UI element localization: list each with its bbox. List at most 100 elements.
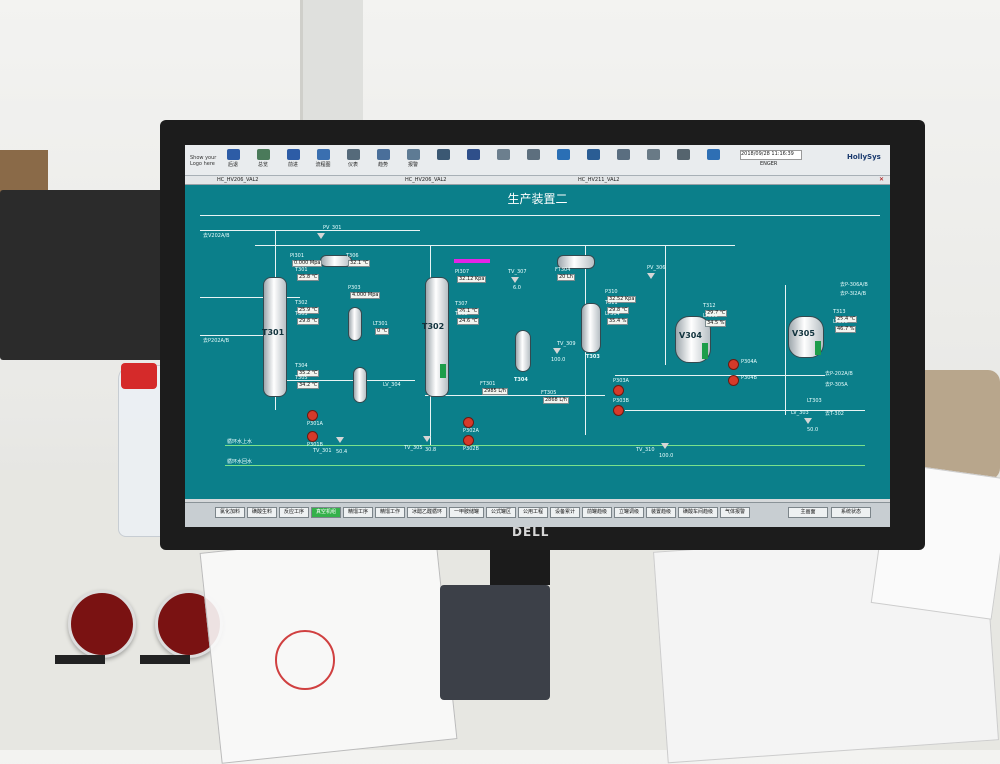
pump-icon[interactable] <box>307 410 318 421</box>
nav-button[interactable]: 气体报警 <box>720 507 750 518</box>
reboiler[interactable] <box>353 367 367 403</box>
column-t302[interactable]: T302 <box>422 277 449 397</box>
dcs-screen: Show your Logo here 后退总览前进流程图仪表趋势报警 2018… <box>185 145 890 527</box>
nav-button[interactable]: 精馏工作 <box>375 507 405 518</box>
emergency-stop-button[interactable] <box>68 590 136 658</box>
system-status-button[interactable]: 系统状态 <box>831 507 871 518</box>
nav-button[interactable]: 氯化加料 <box>215 507 245 518</box>
toolbar-button[interactable] <box>491 149 515 171</box>
pump-icon[interactable] <box>613 405 624 416</box>
toolbar-button[interactable] <box>431 149 455 171</box>
pump-tag: P304A <box>741 359 757 365</box>
toolbar-button[interactable] <box>671 149 695 171</box>
toolbar-button[interactable] <box>701 149 725 171</box>
pump-icon[interactable] <box>728 359 739 370</box>
nav-button[interactable]: 设备累计 <box>550 507 580 518</box>
pump-icon[interactable] <box>728 375 739 386</box>
column-t303[interactable]: T303 <box>581 303 601 360</box>
nav-button[interactable]: 公式罐区 <box>486 507 516 518</box>
main-screen-button[interactable]: 主画面 <box>788 507 828 518</box>
control-valve-icon[interactable] <box>336 437 344 443</box>
reading-value[interactable]: 4.000 Mpa <box>350 292 381 299</box>
vessel-label: T304 <box>514 377 528 383</box>
reading-value[interactable]: 35.4 % <box>607 318 629 325</box>
nav-button[interactable]: 磺酸生料 <box>247 507 277 518</box>
tab-tag[interactable]: HC_HV211_VAL2 <box>578 177 620 183</box>
control-valve-icon[interactable] <box>804 418 812 424</box>
toolbar-button[interactable] <box>521 149 545 171</box>
nav-button[interactable]: 真空机组 <box>311 507 341 518</box>
condenser[interactable] <box>348 307 362 341</box>
reading-value[interactable]: 25.4 ℃ <box>835 316 858 323</box>
toolbar-button[interactable]: 总览 <box>251 149 275 171</box>
toolbar-button[interactable]: 趋势 <box>371 149 395 171</box>
nav-button[interactable]: 一甲胺储罐 <box>449 507 484 518</box>
toolbar-button[interactable] <box>581 149 605 171</box>
reading-value[interactable]: 29.8 ℃ <box>607 307 630 314</box>
nav-button[interactable]: 冰醋乙醛循环 <box>407 507 447 518</box>
nav-button[interactable]: 公用工程 <box>518 507 548 518</box>
reading-value[interactable]: 32.12 Kpa <box>457 276 487 283</box>
reading-value[interactable]: 20 Lh <box>557 274 575 281</box>
pipe <box>665 245 666 365</box>
outlet-label: 去V202A/B <box>203 233 230 239</box>
reading-value[interactable]: 32.1 ℃ <box>348 260 371 267</box>
reading-value[interactable]: 34.5 % <box>705 320 727 327</box>
toolbar-button[interactable]: 后退 <box>221 149 245 171</box>
toolbar-button[interactable] <box>611 149 635 171</box>
reading-value[interactable]: 26.1 ℃ <box>457 308 480 315</box>
valve-tag: TV_305 <box>404 445 423 451</box>
tab-tag[interactable]: HC_HV206_VAL2 <box>405 177 447 183</box>
toolbar-button[interactable]: 流程图 <box>311 149 335 171</box>
toolbar-button[interactable]: 仪表 <box>341 149 365 171</box>
hollysys-logo: HollySys <box>847 153 881 161</box>
nav-button[interactable]: 反应工序 <box>279 507 309 518</box>
tank-v305[interactable]: V305 <box>788 316 824 358</box>
reading-value[interactable]: 46.7 % <box>835 326 857 333</box>
column-t304[interactable]: T304 <box>514 330 531 383</box>
control-valve-icon[interactable] <box>511 277 519 283</box>
control-valve-icon[interactable] <box>661 443 669 449</box>
reading-tag: FT301 <box>480 381 496 387</box>
toolbar-button-label: 报警 <box>407 162 418 168</box>
toolbar-button[interactable] <box>461 149 485 171</box>
reading-value[interactable]: 25.8 ℃ <box>297 274 320 281</box>
column-t301[interactable]: T301 <box>262 277 287 397</box>
nav-button[interactable]: 前罐趋级 <box>582 507 612 518</box>
reading-value[interactable]: 35.2 ℃ <box>297 370 320 377</box>
reading-value[interactable]: 2868 L/h <box>543 397 569 404</box>
reading-value[interactable]: 0 ℃ <box>375 328 390 335</box>
tab-tag[interactable]: HC_HV206_VAL2 <box>217 177 259 183</box>
toolbar-button[interactable]: 前进 <box>281 149 305 171</box>
reading-value[interactable]: 29.8 ℃ <box>297 318 320 325</box>
control-valve-icon[interactable] <box>647 273 655 279</box>
pump-icon[interactable] <box>463 417 474 428</box>
reading-value[interactable]: 0.000 Mpa <box>292 260 323 267</box>
nav-button[interactable]: 立罐调级 <box>614 507 644 518</box>
reading-value[interactable]: 29.7 ℃ <box>705 310 728 317</box>
reading-value[interactable]: 32.52 Kpa <box>607 296 637 303</box>
valve-value: 100.0 <box>551 357 566 363</box>
toolbar-button[interactable] <box>641 149 665 171</box>
close-icon[interactable]: ✕ <box>878 176 884 183</box>
nav-button[interactable]: 装置趋级 <box>646 507 676 518</box>
heat-exchanger[interactable] <box>557 255 595 269</box>
reading-value[interactable]: 25.9 ℃ <box>297 307 320 314</box>
reading-tag: T301 <box>295 267 308 273</box>
toolbar-button[interactable]: 报警 <box>401 149 425 171</box>
pump-icon[interactable] <box>307 431 318 442</box>
control-valve-icon[interactable] <box>317 233 325 239</box>
reading-value[interactable]: 2985 L/h <box>482 388 508 395</box>
monitor-icon <box>436 149 450 160</box>
nav-button[interactable]: 精馏工序 <box>343 507 373 518</box>
control-valve-icon[interactable] <box>423 436 431 442</box>
pump-icon[interactable] <box>613 385 624 396</box>
control-valve-icon[interactable] <box>553 348 561 354</box>
reading-value[interactable]: 24.6 ℃ <box>457 318 480 325</box>
toolbar-button[interactable] <box>551 149 575 171</box>
pump-icon[interactable] <box>463 435 474 446</box>
nav-button[interactable]: 磺酸车间趋级 <box>678 507 718 518</box>
reading-tag: FT305 <box>541 390 557 396</box>
reading-value[interactable]: 34.2 ℃ <box>297 382 320 389</box>
navigation-bar: 氯化加料磺酸生料反应工序真空机组精馏工序精馏工作冰醋乙醛循环一甲胺储罐公式罐区公… <box>185 502 890 527</box>
